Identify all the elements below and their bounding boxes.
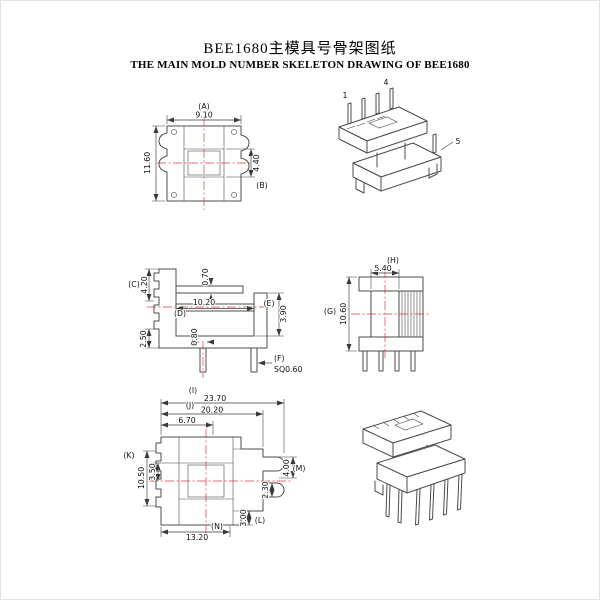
pin	[457, 473, 463, 511]
pins	[362, 350, 416, 372]
dim-j-value: 20.20	[201, 406, 223, 415]
mounting-foot	[428, 163, 438, 179]
front-inner-verticals	[183, 126, 225, 201]
dim-i-value: 23.70	[204, 394, 226, 403]
dim-k-value: 10.50	[137, 467, 146, 489]
square-pins	[199, 347, 258, 373]
mounting-foot	[355, 178, 365, 194]
dim-670-value: 6.70	[178, 416, 195, 425]
extension-lines	[143, 399, 297, 537]
dim-250-value: 2.50	[139, 330, 148, 347]
dim-080-value: 0.80	[190, 328, 199, 345]
drawing-title-cn: BEE1680主模具号骨架图纸	[203, 41, 397, 57]
drawing-title-en: THE MAIN MOLD NUMBER SKELETON DRAWING OF…	[130, 59, 470, 71]
core-hole	[368, 116, 398, 129]
mounting-foot	[374, 480, 384, 496]
extension-lines	[346, 269, 400, 352]
pin	[347, 102, 352, 125]
dim-f-value: SQ0.60	[274, 365, 302, 374]
dim-j-letter: (J)	[186, 401, 194, 410]
core-hole	[394, 418, 424, 431]
pin-hole	[171, 129, 177, 135]
pin-number-1: 1	[343, 91, 348, 100]
dim-h-value: 5.40	[374, 264, 391, 273]
dim-350-value: 3.50	[148, 463, 157, 480]
pin-number-5: 5	[456, 137, 461, 146]
dim-n-letter: (N)	[211, 522, 223, 531]
side-view: (C) 4.20 0.70 (D) 10.20 (E) 3.90 2.50 0.…	[127, 267, 303, 378]
leader-line	[440, 141, 454, 151]
dim-e-letter: (E)	[263, 299, 274, 308]
dim-m-value: 4.00	[282, 459, 291, 476]
lower-flange-right-face	[406, 458, 466, 494]
top-flange	[175, 285, 244, 294]
bottom-view: (I) 23.70 (J) 20.20 6.70 (K) 10.50 3.50 …	[122, 385, 306, 543]
dim-k-letter: (K)	[123, 451, 134, 460]
pin-hole	[171, 192, 177, 198]
front-left-comb-edge	[158, 125, 168, 202]
dim-g-value: 10.60	[339, 303, 348, 325]
dim-e-value: 3.90	[279, 305, 288, 322]
core-tube	[175, 303, 255, 312]
front-view: (A) 9.10 11.60 4.40 (B)	[142, 101, 269, 210]
side-outline	[153, 268, 268, 349]
pin-hole	[231, 192, 237, 198]
dim-height-value: 11.60	[143, 152, 152, 174]
dim-b-value: 4.40	[252, 154, 261, 171]
upper-flange-right-face	[366, 120, 428, 154]
dim-c-value: 4.20	[140, 276, 149, 293]
dim-a-value: 9.10	[195, 111, 212, 120]
dim-070-value: 0.70	[201, 268, 210, 285]
centerline	[351, 269, 429, 359]
upper-flange-right-face	[392, 424, 452, 458]
dim-d-value: 10.20	[193, 298, 215, 307]
pin	[432, 133, 437, 154]
bottom-outline	[155, 436, 285, 526]
pin	[429, 483, 435, 521]
top-flange	[358, 276, 424, 292]
dim-f-letter: (F)	[274, 354, 285, 363]
dim-a-letter: (A)	[198, 102, 209, 111]
pin	[389, 87, 394, 110]
front-right-comb-edge	[240, 125, 250, 202]
bottom-flange	[358, 336, 424, 352]
pin	[415, 488, 421, 526]
end-view: (H) 5.40 (G) 10.60	[323, 255, 429, 372]
comb-teeth-ticks	[346, 115, 386, 130]
pin	[375, 92, 380, 115]
pin	[397, 489, 403, 524]
iso-view-top: 1 4 5	[338, 77, 462, 194]
dim-l-value: 3.00	[239, 509, 248, 526]
dim-c-letter: (C)	[128, 280, 140, 289]
core-edges	[376, 142, 406, 168]
dim-l-letter: (L)	[255, 516, 265, 525]
pin	[361, 97, 366, 120]
dim-g-letter: (G)	[324, 307, 336, 316]
dim-n-value: 13.20	[186, 533, 208, 542]
iso-view-bottom	[362, 410, 466, 526]
title-block: BEE1680主模具号骨架图纸 THE MAIN MOLD NUMBER SKE…	[1, 37, 599, 71]
dim-b-letter: (B)	[256, 181, 267, 190]
dim-m-letter: (M)	[293, 464, 306, 473]
pin-number-4: 4	[384, 78, 389, 87]
comb-teeth-ticks	[372, 412, 420, 430]
pin-hole	[231, 129, 237, 135]
dim-d-letter: (D)	[174, 309, 186, 318]
lower-flange-right-face	[380, 156, 442, 192]
dim-230-value: 2.30	[261, 481, 270, 498]
dim-i-letter: (I)	[189, 386, 197, 395]
centerline	[149, 429, 293, 533]
pin	[443, 478, 449, 516]
dim-h-letter: (H)	[387, 256, 399, 265]
pin	[385, 483, 391, 518]
